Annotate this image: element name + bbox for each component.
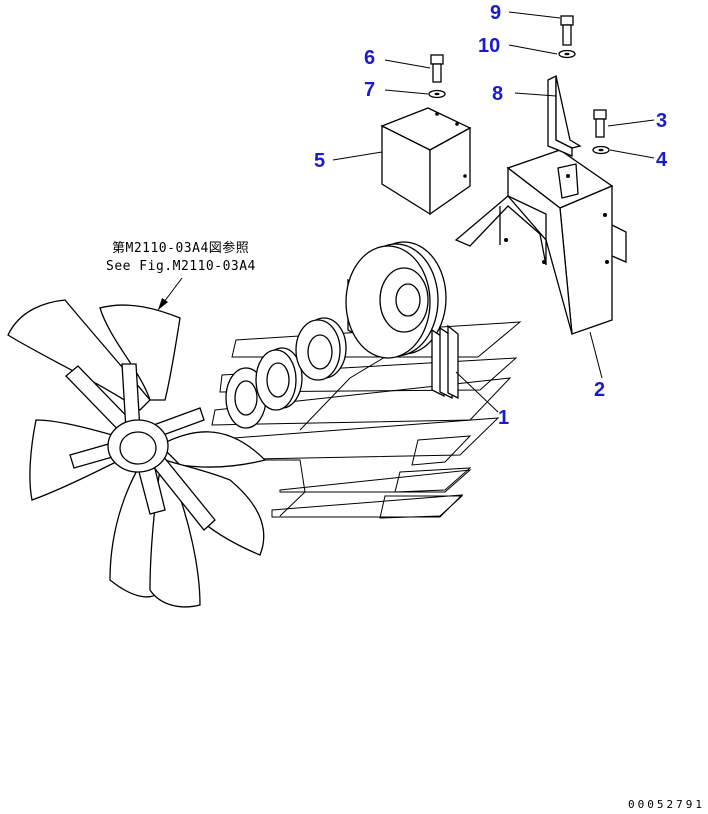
reference-text-japanese: 第M2110-03A4図参照: [112, 240, 249, 256]
callout-2: 2: [594, 379, 605, 401]
washer-part-4: [592, 145, 610, 155]
callout-7: 7: [364, 79, 375, 101]
callout-4: 4: [656, 149, 668, 171]
bolt-part-6: [430, 54, 444, 83]
spacer-flange-3: [295, 317, 347, 381]
fan-spider: [65, 363, 216, 531]
fan-hub: [107, 419, 169, 473]
callout-8: 8: [492, 83, 503, 105]
bolt-part-3: [593, 109, 607, 138]
callout-1: 1: [498, 407, 509, 429]
belt-cover-part-2: [454, 149, 627, 335]
reference-leader: [157, 277, 183, 311]
cover-plate-part-5: [380, 107, 472, 216]
engine-outline: [204, 321, 522, 519]
washer-part-10: [558, 49, 576, 59]
fan-blade-right: [158, 431, 267, 468]
reference-text-english: See Fig.M2110-03A4: [106, 259, 256, 274]
callout-3: 3: [656, 110, 667, 132]
callout-6: 6: [364, 47, 375, 69]
washer-part-7: [428, 89, 446, 99]
spacer-flange-2: [255, 347, 303, 411]
callout-5: 5: [314, 150, 325, 172]
callout-9: 9: [490, 2, 501, 24]
fan-assembly: [7, 299, 267, 608]
leader-lines: [332, 11, 655, 413]
drawing-code: 00052791: [628, 798, 705, 811]
fan-blade-top: [99, 304, 181, 401]
bolt-part-9: [560, 15, 574, 46]
pulley-part-1: [345, 241, 459, 400]
callout-10: 10: [478, 35, 500, 57]
